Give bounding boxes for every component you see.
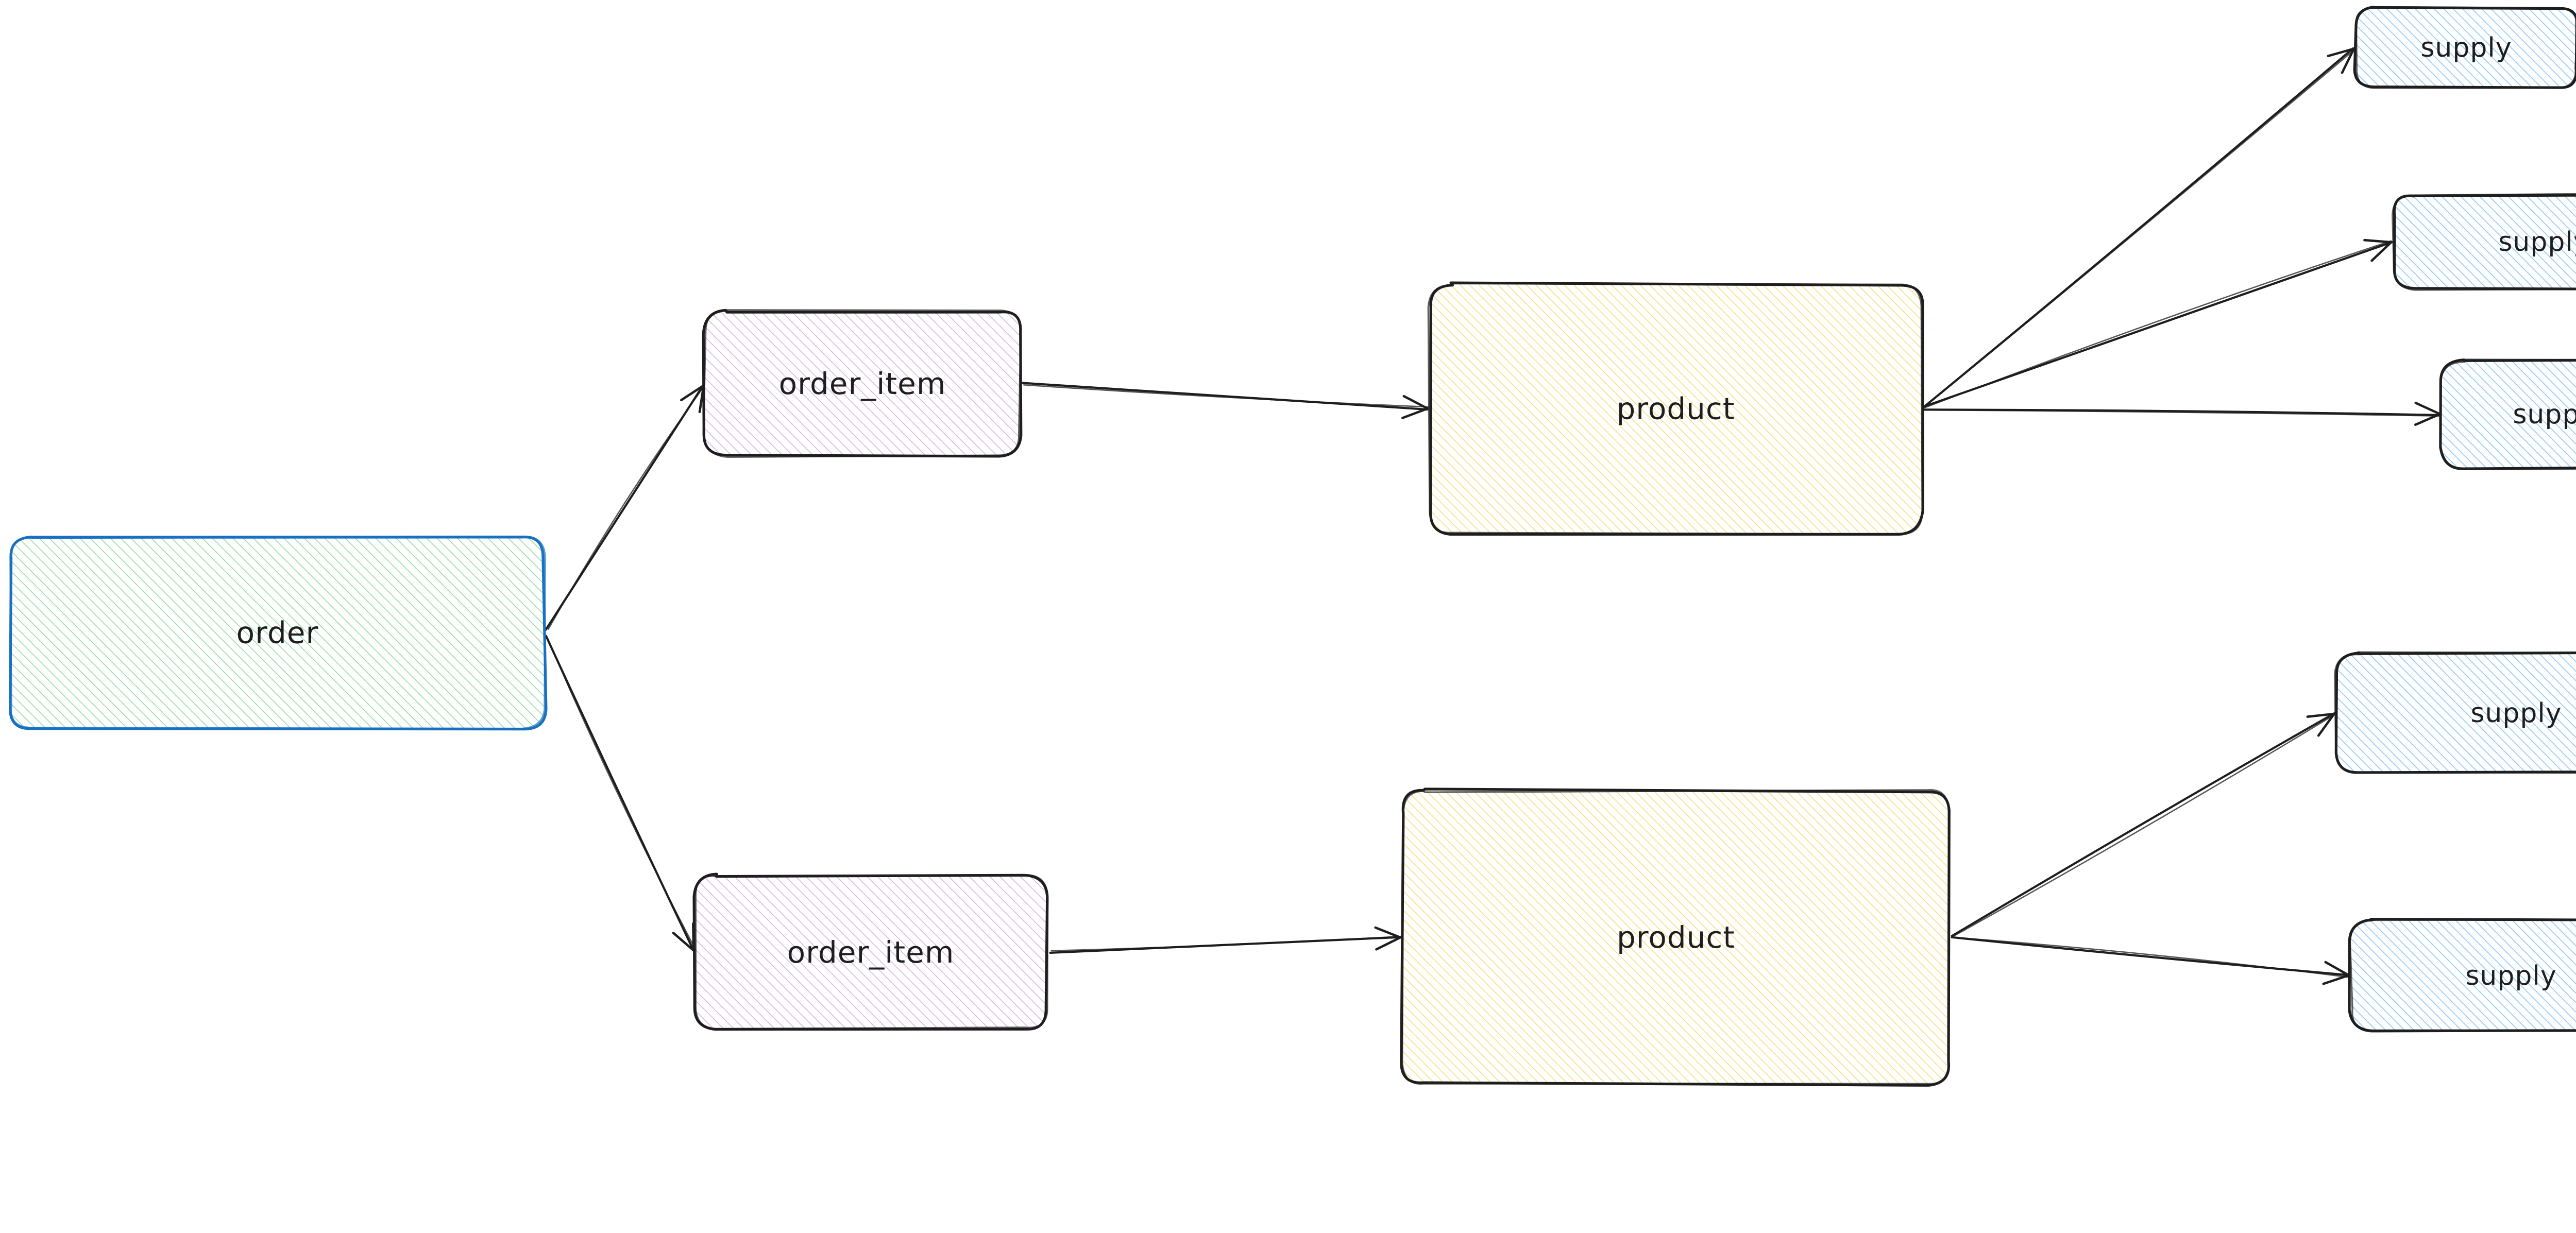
edge-line <box>546 635 697 950</box>
node-label-product_1: product <box>1616 391 1735 426</box>
node-product_1[interactable]: product <box>1427 281 1924 536</box>
edge-order-to-order_item_1[interactable] <box>545 384 705 631</box>
node-label-supply_2: supply <box>2498 227 2576 258</box>
edge-order-to-order_item_2[interactable] <box>545 635 697 952</box>
edge-line <box>547 386 704 630</box>
node-label-order: order <box>236 615 319 650</box>
node-label-supply_4: supply <box>2470 698 2562 729</box>
edge-order_item_2-to-product_2[interactable] <box>1049 926 1402 954</box>
node-fill <box>2351 920 2576 1031</box>
node-supply_1[interactable]: supply <box>2353 6 2576 89</box>
node-layer: orderorder_itemorder_itemproductproducts… <box>9 6 2576 1087</box>
edge-arrowhead <box>1375 936 1402 951</box>
edge-arrowhead <box>2322 974 2350 985</box>
node-outline <box>702 309 1022 458</box>
node-outline <box>2349 918 2576 1033</box>
edge-line <box>1924 240 2392 408</box>
node-label-order_item_2: order_item <box>787 935 955 970</box>
node-order[interactable]: order <box>9 535 548 731</box>
edge-line <box>1023 384 1430 408</box>
node-fill <box>2442 361 2576 468</box>
edge-product_2-to-supply_4[interactable] <box>1951 712 2336 937</box>
node-fill <box>705 311 1021 457</box>
node-supply_3[interactable]: supply <box>2439 358 2576 470</box>
node-label-product_2: product <box>1617 920 1735 955</box>
edge-arrowhead <box>2341 47 2355 74</box>
edge-arrowhead <box>1401 407 1429 419</box>
node-order_item_1[interactable]: order_item <box>702 309 1023 458</box>
edge-arrowhead <box>2370 241 2393 262</box>
edge-arrowhead <box>1374 926 1402 939</box>
edge-layer <box>545 47 2442 985</box>
edge-product_2-to-supply_5[interactable] <box>1951 936 2350 985</box>
node-fill <box>1402 791 1951 1084</box>
node-outline <box>2392 193 2576 291</box>
edge-product_1-to-supply_1[interactable] <box>1923 47 2356 408</box>
edge-arrowhead <box>2324 961 2350 977</box>
node-outline <box>9 535 546 730</box>
node-outline <box>2334 651 2576 774</box>
node-outline <box>694 874 1049 1030</box>
edge-arrowhead <box>2363 238 2393 244</box>
node-outline <box>1427 282 1923 535</box>
edge-line <box>1951 712 2336 937</box>
edge-arrowhead <box>2414 413 2442 426</box>
node-label-supply_5: supply <box>2465 961 2556 991</box>
node-product_2[interactable]: product <box>1400 787 1951 1087</box>
edge-line <box>1923 409 2440 417</box>
edge-product_1-to-supply_2[interactable] <box>1922 238 2393 408</box>
node-fill <box>2355 8 2576 87</box>
edge-line <box>1923 47 2354 408</box>
node-supply_2[interactable]: supply <box>2392 193 2576 291</box>
edge-order_item_1-to-product_1[interactable] <box>1021 382 1430 419</box>
edge-arrowhead <box>2327 47 2355 57</box>
edge-line <box>1952 714 2334 937</box>
node-fill <box>693 875 1047 1029</box>
edge-arrowhead <box>2414 401 2442 416</box>
node-supply_4[interactable]: supply <box>2334 651 2576 774</box>
node-fill <box>1429 284 1922 534</box>
node-fill <box>2335 653 2576 773</box>
edge-arrowhead <box>2306 712 2335 718</box>
node-outline <box>2439 358 2576 470</box>
edge-arrowhead <box>2317 712 2335 737</box>
node-supply_5[interactable]: supply <box>2348 917 2576 1033</box>
node-label-supply_3: supply <box>2513 399 2576 430</box>
edge-line <box>1953 936 2349 978</box>
edge-product_1-to-supply_3[interactable] <box>1923 401 2442 426</box>
edge-arrowhead <box>680 384 705 402</box>
node-label-order_item_1: order_item <box>779 366 946 401</box>
node-outline <box>2355 6 2576 89</box>
node-fill <box>9 537 545 729</box>
node-order_item_2[interactable]: order_item <box>692 872 1049 1031</box>
edge-line <box>1050 935 1402 952</box>
node-fill <box>2393 194 2576 289</box>
edge-line <box>1923 48 2356 408</box>
edge-line <box>1021 382 1429 411</box>
edge-arrowhead <box>1402 395 1429 410</box>
edge-arrowhead <box>672 932 695 952</box>
node-label-supply_1: supply <box>2420 32 2512 63</box>
node-outline <box>1401 789 1950 1085</box>
